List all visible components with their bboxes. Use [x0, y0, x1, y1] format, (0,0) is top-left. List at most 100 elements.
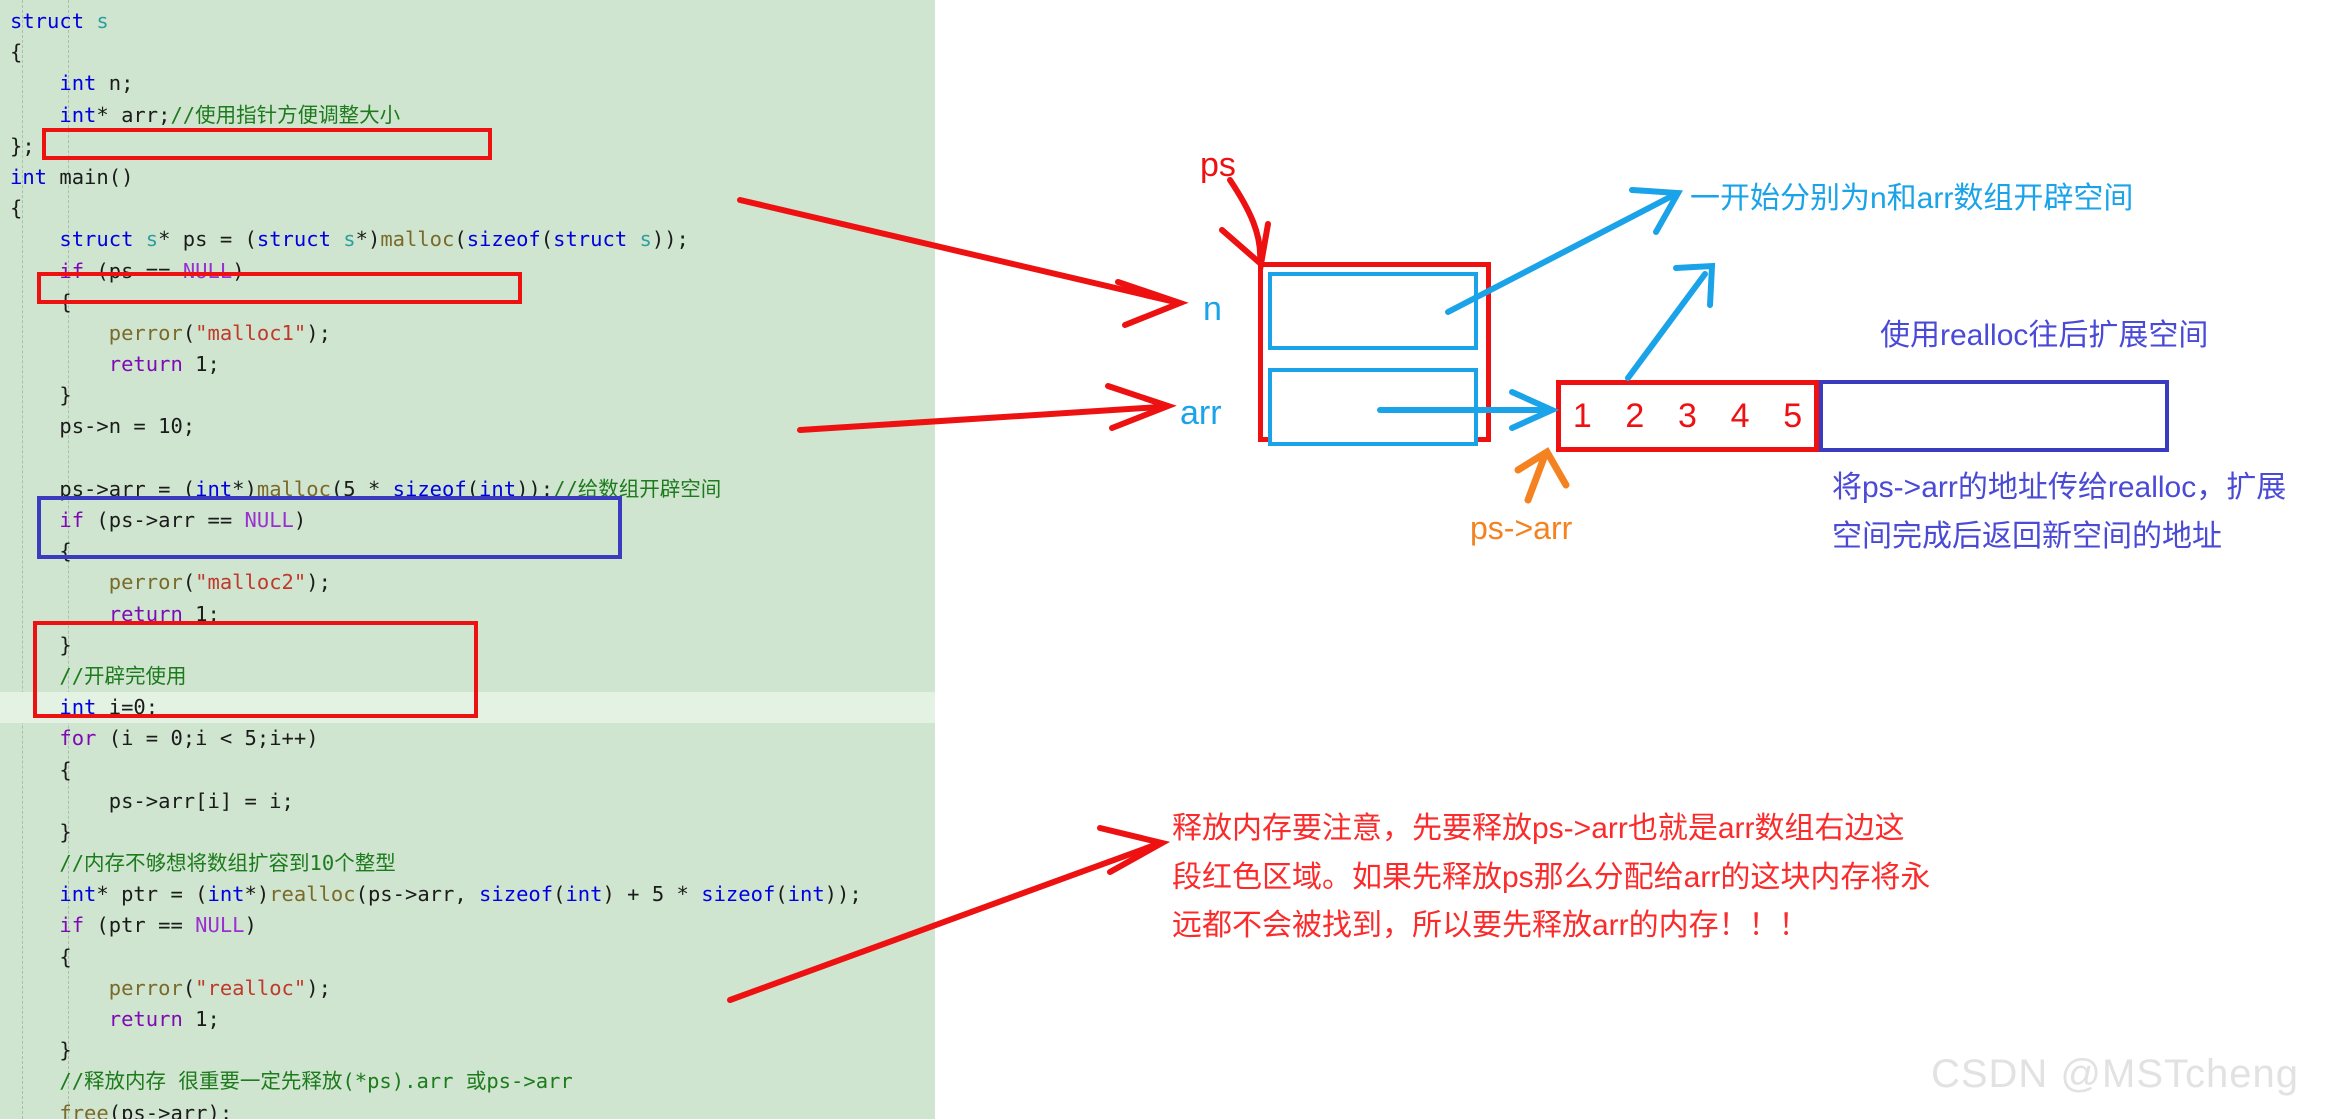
- code-line[interactable]: if (ps->arr == NULL): [0, 505, 935, 536]
- code-token: if: [59, 508, 85, 532]
- label-ps: ps: [1200, 146, 1236, 184]
- highlight-box-malloc-struct: [42, 128, 492, 160]
- code-editor-pane[interactable]: struct s{ int n; int* arr;//使用指针方便调整大小};…: [0, 0, 935, 1119]
- code-line[interactable]: //开辟完使用: [0, 661, 935, 692]
- array-value-2: 3: [1678, 396, 1697, 435]
- code-token: n;: [96, 71, 134, 96]
- code-line[interactable]: return 1;: [0, 1004, 935, 1035]
- code-line[interactable]: int* ptr = (int*)realloc(ps->arr, sizeof…: [0, 879, 935, 910]
- highlight-box-free: [33, 621, 478, 718]
- code-token: s: [639, 227, 652, 252]
- code-token: {: [10, 944, 72, 969]
- code-line[interactable]: for (i = 0;i < 5;i++): [0, 723, 935, 754]
- code-line[interactable]: {: [0, 37, 935, 68]
- code-line[interactable]: }: [0, 380, 935, 411]
- highlight-box-realloc: [37, 496, 622, 559]
- code-token: struct: [59, 227, 146, 252]
- code-line[interactable]: int* arr;//使用指针方便调整大小: [0, 100, 935, 131]
- code-line[interactable]: }: [0, 1035, 935, 1066]
- code-lines[interactable]: struct s{ int n; int* arr;//使用指针方便调整大小};…: [0, 6, 935, 1119]
- note-free-order: 释放内存要注意，先要释放ps->arr也就是arr数组右边这段红色区域。如果先释…: [1172, 812, 1931, 943]
- code-token: int: [10, 164, 48, 189]
- code-token: * ptr = (: [96, 882, 208, 907]
- code-line[interactable]: [0, 443, 935, 474]
- code-token: [10, 103, 59, 127]
- code-line[interactable]: }: [0, 817, 935, 848]
- code-token: //释放内存 很重要一定先释放(*ps).arr 或ps->arr: [59, 1069, 573, 1094]
- code-token: return: [108, 1007, 183, 1031]
- code-token: struct: [10, 9, 97, 33]
- code-token: perror: [108, 975, 183, 1000]
- code-token: main(): [47, 164, 134, 189]
- code-line[interactable]: if (ps == NULL): [0, 256, 935, 287]
- code-token: [10, 321, 109, 345]
- code-token: (i = 0;i < 5;i++): [96, 726, 319, 751]
- arrow-array-to-note: [1625, 262, 1716, 381]
- array-original-block: [1556, 380, 1819, 452]
- code-line[interactable]: if (ptr == NULL): [0, 910, 935, 941]
- code-token: [10, 726, 59, 750]
- code-token: (: [466, 476, 480, 501]
- code-token: ));: [651, 227, 689, 252]
- code-token: ): [293, 508, 307, 532]
- struct-field-n-cell: [1268, 272, 1478, 350]
- code-token: {: [10, 757, 72, 782]
- code-token: perror: [108, 570, 183, 595]
- code-token: NULL: [195, 913, 245, 938]
- code-token: };: [10, 133, 35, 158]
- code-token: (: [775, 882, 788, 907]
- code-token: if: [59, 258, 85, 283]
- code-line[interactable]: int main(): [0, 162, 935, 193]
- code-line[interactable]: return 1;: [0, 349, 935, 380]
- code-token: [10, 976, 109, 1000]
- code-token: s: [145, 227, 159, 252]
- code-line[interactable]: ps->n = 10;: [0, 411, 935, 442]
- code-token: (ps ==: [84, 258, 183, 283]
- code-token: }: [10, 819, 72, 844]
- code-line[interactable]: ps->arr[i] = i;: [0, 786, 935, 817]
- code-line[interactable]: perror("malloc2");: [0, 567, 935, 598]
- code-token: sizeof: [701, 882, 776, 907]
- code-line[interactable]: free(ps->arr);: [0, 1098, 935, 1119]
- code-token: return: [108, 352, 183, 377]
- code-line[interactable]: }: [0, 630, 935, 661]
- code-token: int: [59, 71, 97, 96]
- code-token: int: [207, 882, 245, 907]
- code-line[interactable]: int n;: [0, 68, 935, 99]
- label-field-n: n: [1203, 290, 1222, 328]
- code-token: [10, 352, 109, 376]
- code-line[interactable]: {: [0, 755, 935, 786]
- code-token: //开辟完使用: [59, 663, 187, 688]
- code-token: {: [10, 196, 23, 221]
- note-realloc-body: 将ps->arr的地址传给realloc，扩展空间完成后返回新空间的地址: [1832, 471, 2287, 553]
- code-line[interactable]: {: [0, 193, 935, 224]
- code-token: [10, 1069, 59, 1093]
- code-line[interactable]: struct s* ps = (struct s*)malloc(sizeof(…: [0, 224, 935, 255]
- code-token: ps->n = 10;: [10, 414, 196, 439]
- code-token: }: [10, 1038, 72, 1063]
- code-line[interactable]: perror("malloc1");: [0, 318, 935, 349]
- arrow-ps-arr-to-array: [1514, 447, 1570, 504]
- code-line[interactable]: perror("realloc");: [0, 973, 935, 1004]
- code-token: NULL: [244, 508, 294, 532]
- code-line[interactable]: struct s: [0, 6, 935, 37]
- array-value-0: 1: [1572, 396, 1592, 435]
- code-line[interactable]: //释放内存 很重要一定先释放(*ps).arr 或ps->arr: [0, 1066, 935, 1097]
- label-ps-arr-pointer: ps->arr: [1470, 510, 1573, 546]
- code-token: 1;: [182, 352, 220, 377]
- code-token: int: [59, 882, 97, 907]
- code-line[interactable]: {: [0, 942, 935, 973]
- code-token: for: [59, 726, 97, 751]
- code-token: (: [454, 227, 467, 252]
- code-line[interactable]: };: [0, 131, 935, 162]
- indent-guide-2: [68, 0, 69, 1119]
- code-token: struct: [553, 227, 640, 252]
- code-token: * arr;: [96, 102, 171, 127]
- code-token: ): [244, 913, 257, 938]
- highlight-box-malloc-arr: [37, 272, 522, 304]
- indent-guide-1: [22, 0, 23, 1119]
- code-line[interactable]: //内存不够想将数组扩容到10个整型: [0, 848, 935, 879]
- code-token: * ps = (: [158, 227, 257, 252]
- code-token: int: [787, 882, 825, 907]
